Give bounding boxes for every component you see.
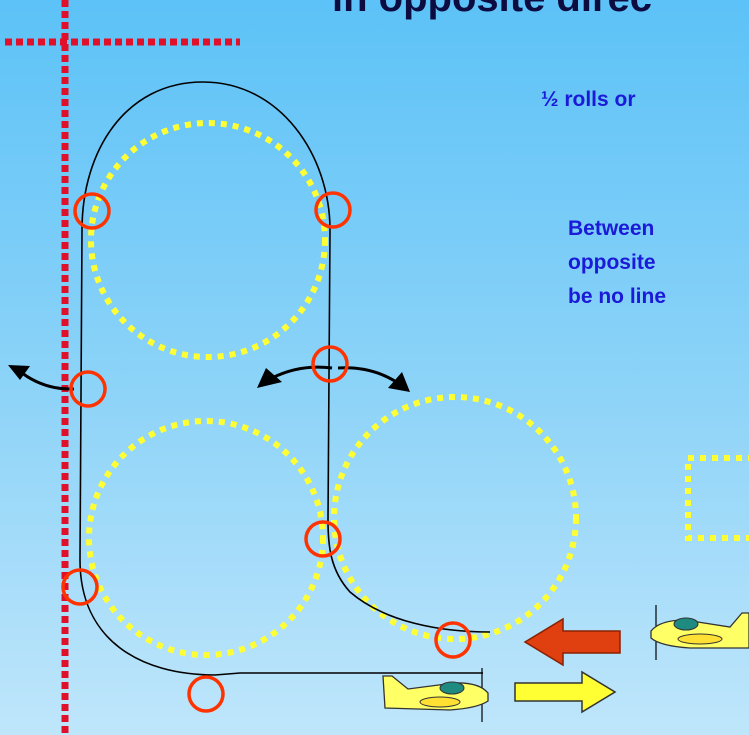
- roll-markers: [61, 191, 472, 713]
- guide-circle-top: [88, 120, 328, 360]
- reference-lines: [5, 0, 240, 735]
- exit-plane-icon: [382, 668, 489, 722]
- guide-circle-bottom-left: [86, 418, 326, 658]
- entry-plane-icon: [650, 605, 749, 660]
- roll-marker: [304, 520, 342, 558]
- plane-canopy: [439, 681, 465, 695]
- between-note-line-1: Between: [568, 217, 655, 240]
- entry-arrow: [523, 617, 621, 667]
- arrowhead-left: [8, 365, 30, 380]
- plane-wing: [419, 696, 461, 708]
- between-note-line-3: be no line: [568, 285, 667, 308]
- roll-marker: [187, 675, 225, 713]
- between-note-line-2: opposite: [568, 251, 656, 274]
- left-curved-arrow: [21, 371, 75, 391]
- flight-path: [79, 81, 491, 676]
- roll-marker: [314, 191, 352, 229]
- arrowhead-middle-right: [388, 372, 410, 392]
- roll-marker: [69, 370, 107, 408]
- roll-marker: [73, 192, 111, 230]
- direction-arrows: [21, 365, 399, 391]
- arrowhead-middle-left: [257, 368, 282, 388]
- roll-marker: [61, 568, 99, 606]
- plane-canopy: [673, 617, 699, 631]
- between-note: Between opposite be no line: [568, 212, 666, 314]
- guide-square-partial: [685, 455, 749, 541]
- guide-circles: [86, 120, 749, 658]
- plane-wing: [677, 633, 723, 645]
- arrow-heads: [8, 365, 410, 392]
- roll-marker: [311, 345, 349, 383]
- exit-arrow: [514, 670, 617, 714]
- middle-left-curved-arrow: [271, 365, 333, 380]
- guide-circle-bottom-right: [331, 394, 579, 642]
- roll-marker: [434, 621, 472, 659]
- middle-right-curved-arrow: [337, 366, 399, 385]
- half-rolls-note: ½ rolls or: [541, 88, 636, 111]
- slide-title: in opposite direc: [332, 0, 652, 21]
